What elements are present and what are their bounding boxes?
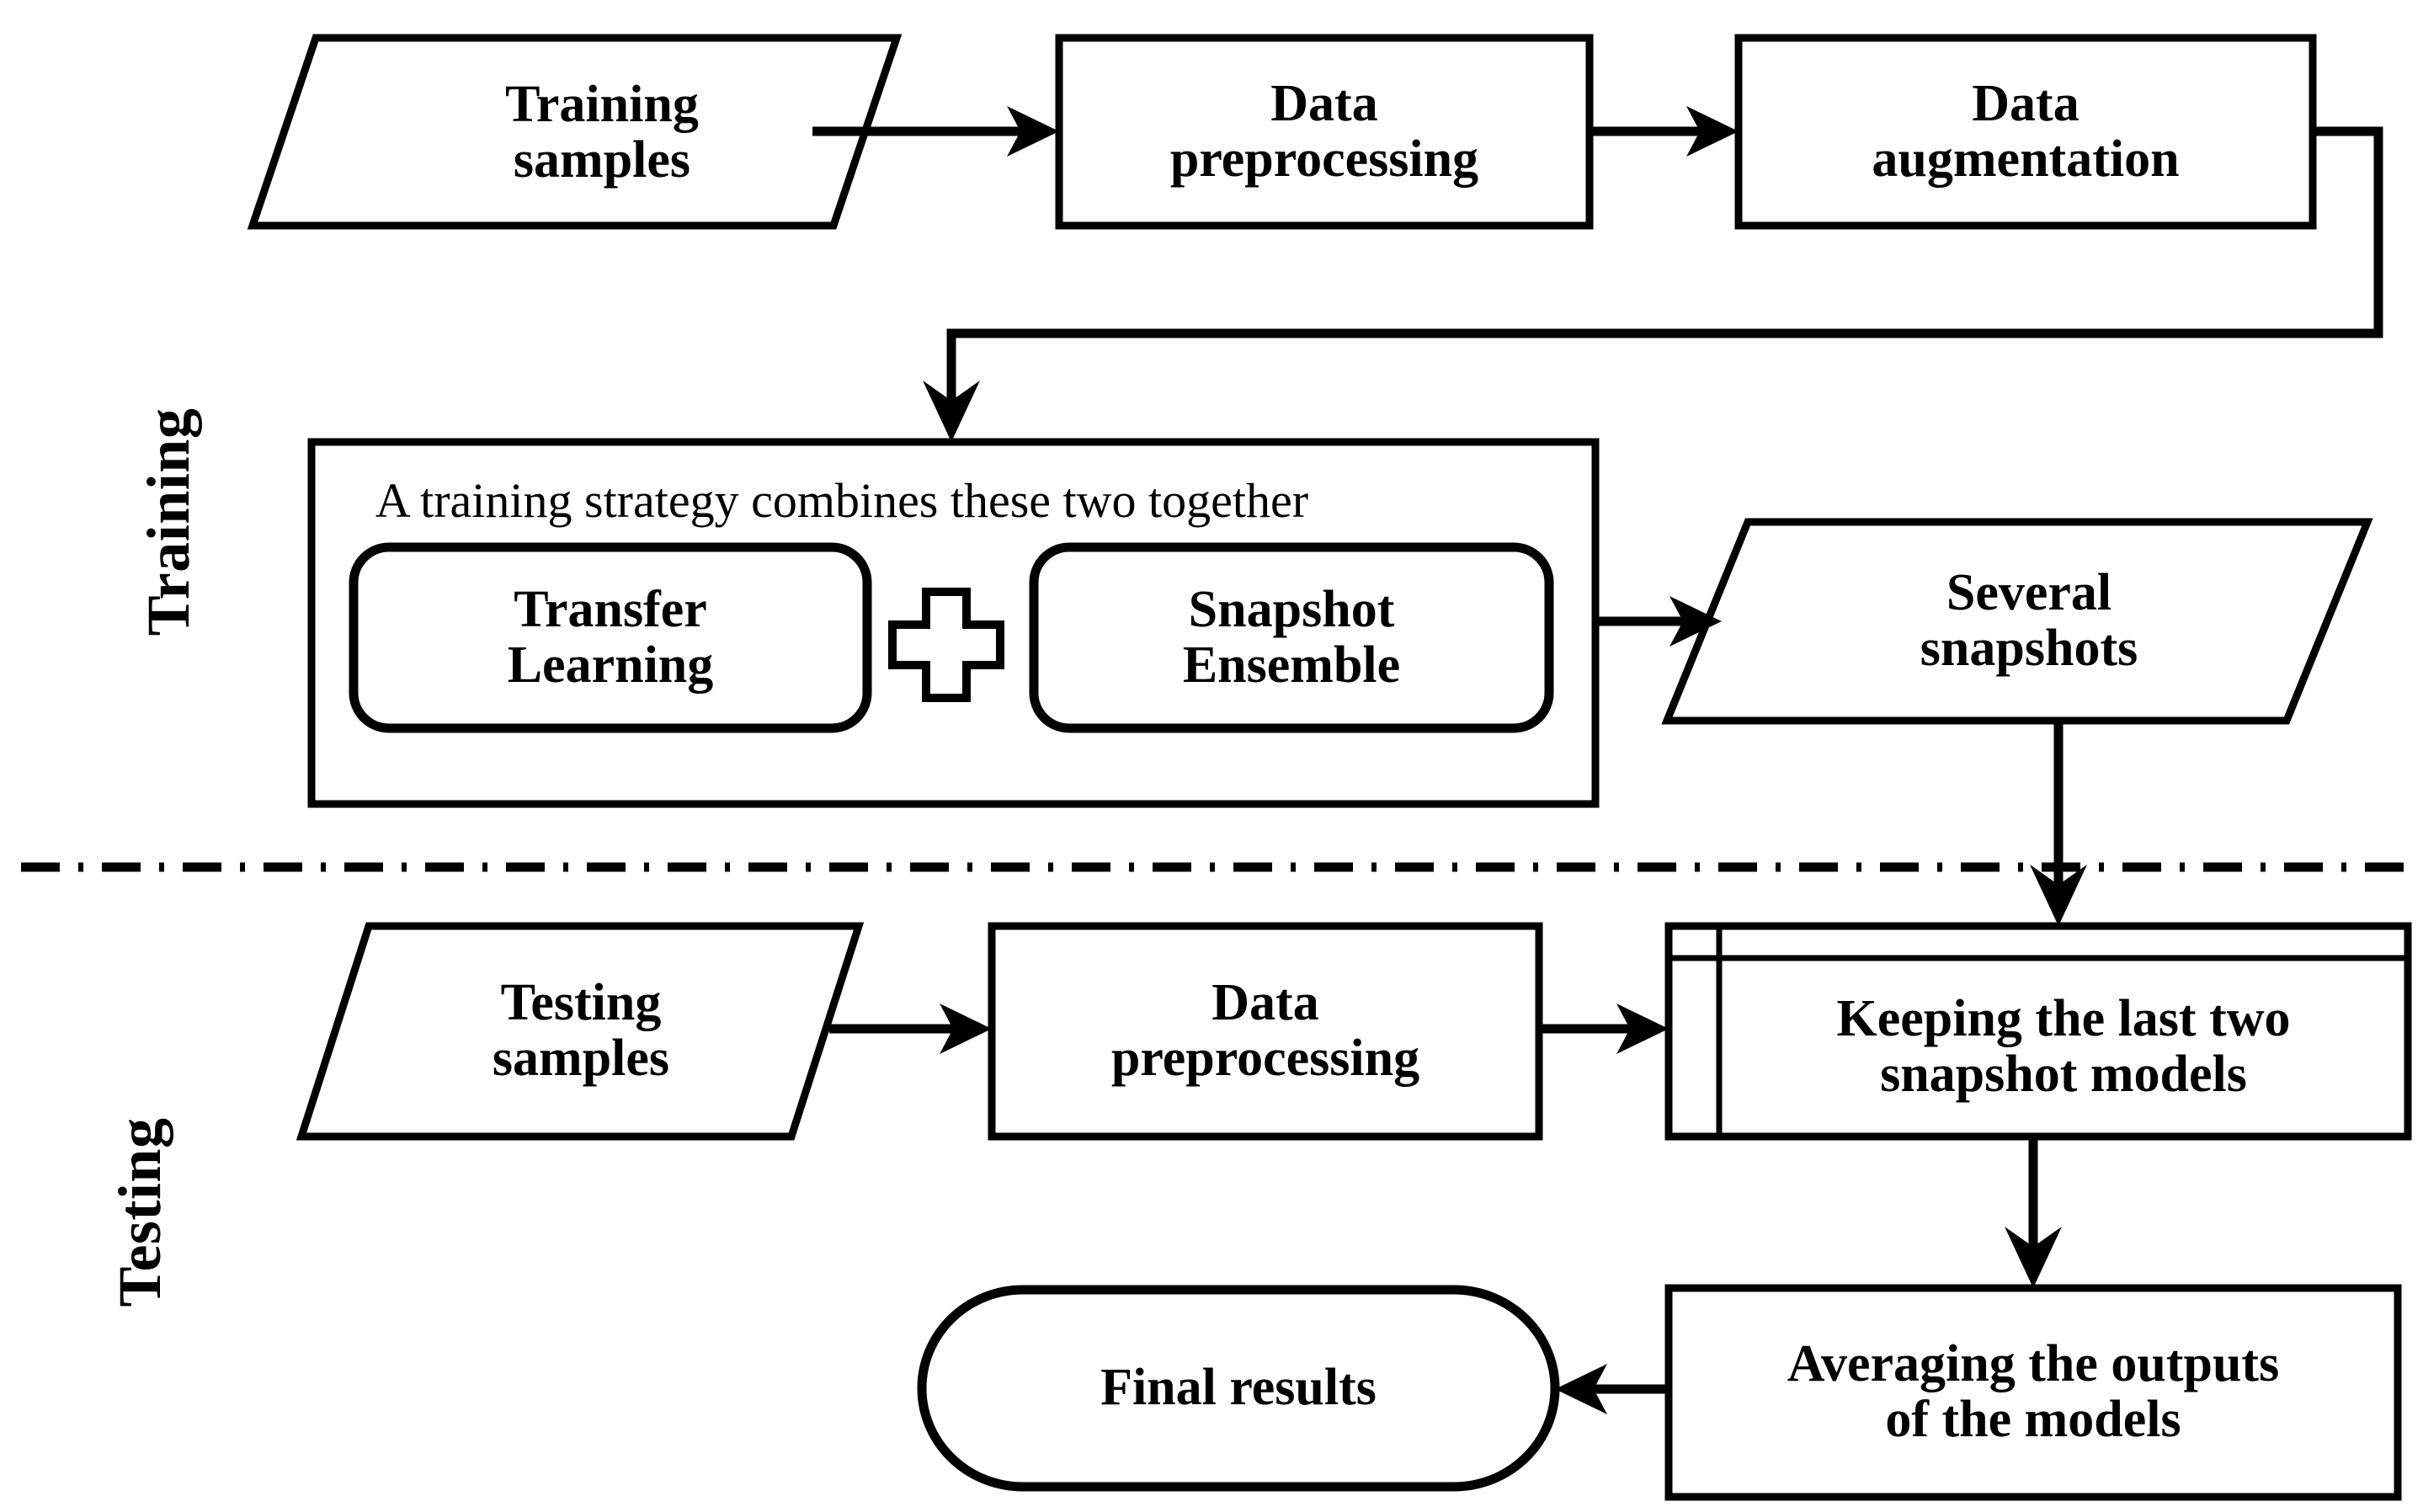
section-label-testing: Testing xyxy=(105,1117,173,1307)
snapshot-ensemble-shape xyxy=(1029,542,1554,733)
edge-averaging-to-final-results xyxy=(1555,1364,1669,1414)
keeping-models-shape xyxy=(1664,922,2412,1141)
testing-data-preprocessing-shape xyxy=(988,922,1543,1141)
training-data-preprocessing-shape xyxy=(1055,34,1594,230)
testing-samples-shape xyxy=(296,922,865,1141)
edge-training-samples-to-preprocessing xyxy=(812,106,1059,157)
section-label-training: Training xyxy=(134,407,202,636)
edge-preprocessing-to-keeping-models xyxy=(1539,1004,1669,1054)
training-data-augmentation-shape xyxy=(1734,34,2317,230)
edge-testing-samples-to-preprocessing xyxy=(829,1004,992,1054)
training-samples-shape xyxy=(247,34,903,230)
averaging-outputs-shape xyxy=(1664,1284,2402,1501)
plus-icon xyxy=(888,588,1004,702)
edge-preprocessing-to-augmentation xyxy=(1590,106,1739,157)
edge-augmentation-to-strategy xyxy=(923,126,2383,442)
several-snapshots-shape xyxy=(1661,518,2373,725)
edge-keeping-models-to-averaging xyxy=(2005,1137,2062,1288)
edge-several-snapshots-to-keeping-models xyxy=(2030,721,2087,926)
transfer-learning-shape xyxy=(349,542,872,733)
final-results-shape xyxy=(917,1285,1560,1492)
edge-strategy-to-several-snapshots xyxy=(1595,596,1722,647)
